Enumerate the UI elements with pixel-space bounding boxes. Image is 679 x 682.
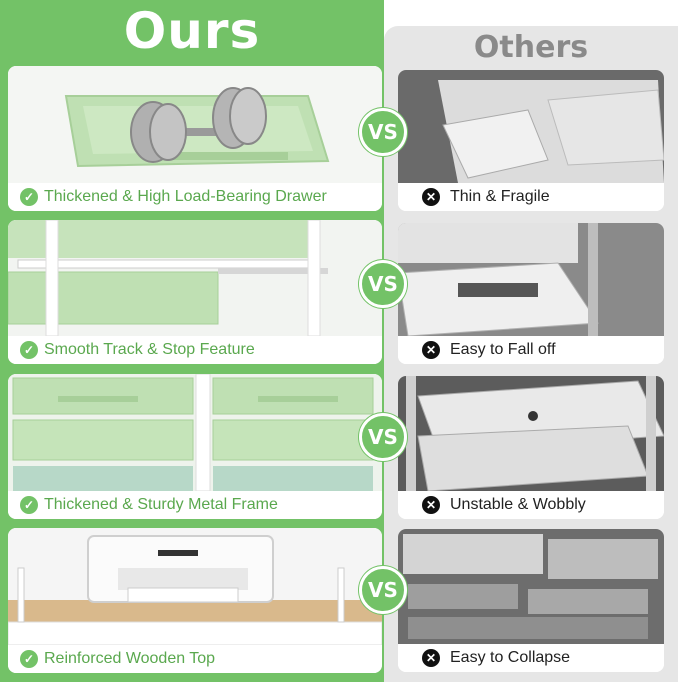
wobbly-frame-image bbox=[398, 376, 664, 491]
x-circle-icon: ✕ bbox=[422, 649, 440, 667]
wooden-top-image bbox=[8, 528, 382, 645]
others-caption-2: ✕ Easy to Fall off bbox=[398, 336, 664, 364]
ours-card-drawer: ✓ Thickened & High Load-Bearing Drawer bbox=[8, 66, 382, 211]
others-caption-3: ✕ Unstable & Wobbly bbox=[398, 491, 664, 519]
others-caption-1: ✕ Thin & Fragile bbox=[398, 183, 664, 211]
ours-caption-text-4: Reinforced Wooden Top bbox=[44, 650, 216, 667]
vs-badge-3: VS bbox=[359, 413, 407, 461]
ours-caption-1: ✓ Thickened & High Load-Bearing Drawer bbox=[8, 183, 382, 211]
check-circle-icon: ✓ bbox=[20, 188, 38, 206]
thin-drawer-image bbox=[398, 70, 664, 183]
others-caption-text-1: Thin & Fragile bbox=[450, 188, 550, 205]
vs-badge-4: VS bbox=[359, 566, 407, 614]
ours-caption-4: ✓ Reinforced Wooden Top bbox=[8, 645, 382, 673]
ours-title: Ours bbox=[123, 2, 261, 60]
others-card-wobbly: ✕ Unstable & Wobbly bbox=[398, 376, 664, 519]
ours-caption-3: ✓ Thickened & Sturdy Metal Frame bbox=[8, 491, 382, 519]
others-caption-text-4: Easy to Collapse bbox=[450, 649, 571, 666]
ours-caption-2: ✓ Smooth Track & Stop Feature bbox=[8, 336, 382, 364]
x-circle-icon: ✕ bbox=[422, 341, 440, 359]
others-caption-4: ✕ Easy to Collapse bbox=[398, 644, 664, 672]
ours-caption-text-3: Thickened & Sturdy Metal Frame bbox=[44, 496, 278, 513]
collapsed-cart-image bbox=[398, 529, 664, 644]
others-caption-text-3: Unstable & Wobbly bbox=[450, 496, 586, 513]
others-caption-text-2: Easy to Fall off bbox=[450, 341, 556, 358]
x-circle-icon: ✕ bbox=[422, 188, 440, 206]
others-card-collapse: ✕ Easy to Collapse bbox=[398, 529, 664, 672]
ours-card-top: ✓ Reinforced Wooden Top bbox=[8, 528, 382, 673]
ours-card-track: ✓ Smooth Track & Stop Feature bbox=[8, 220, 382, 364]
check-circle-icon: ✓ bbox=[20, 496, 38, 514]
ours-caption-text-1: Thickened & High Load-Bearing Drawer bbox=[44, 188, 327, 205]
ours-card-frame: ✓ Thickened & Sturdy Metal Frame bbox=[8, 374, 382, 519]
metal-frame-image bbox=[8, 374, 382, 491]
others-card-fall: ✕ Easy to Fall off bbox=[398, 223, 664, 364]
falling-drawer-image bbox=[398, 223, 664, 336]
drawer-dumbbell-image bbox=[8, 66, 382, 183]
check-circle-icon: ✓ bbox=[20, 341, 38, 359]
check-circle-icon: ✓ bbox=[20, 650, 38, 668]
vs-badge-1: VS bbox=[359, 108, 407, 156]
others-title: Others bbox=[473, 30, 589, 65]
others-card-fragile: ✕ Thin & Fragile bbox=[398, 70, 664, 211]
vs-badge-2: VS bbox=[359, 260, 407, 308]
track-stop-image bbox=[8, 220, 382, 336]
x-circle-icon: ✕ bbox=[422, 496, 440, 514]
ours-caption-text-2: Smooth Track & Stop Feature bbox=[44, 341, 255, 358]
